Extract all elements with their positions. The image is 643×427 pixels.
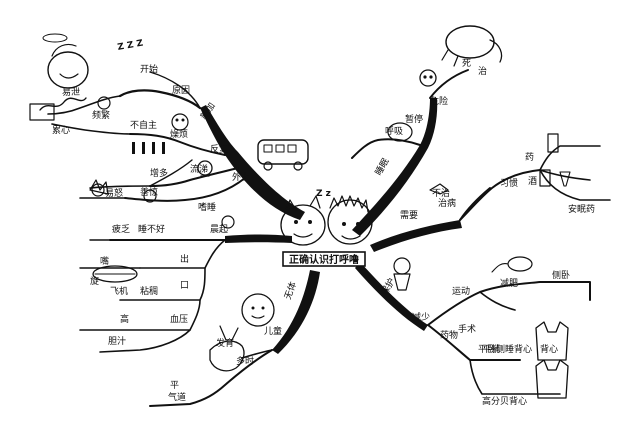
label-shanjin: 善惊 [140, 186, 158, 198]
label-zhi: 治 [478, 65, 487, 77]
right-lower-branches: 保护 运动 减肥 侧卧 减少 药物 手术 平躺 背心 平卧侧睡背心 高分贝背心 [378, 269, 590, 407]
label-anmianyao: 安眠药 [568, 203, 595, 215]
bus-illustration [258, 140, 308, 170]
snore-zzz-text: Z Z Z [117, 39, 145, 53]
label-kou: 口 [180, 281, 189, 291]
label-qidao: 气道 [168, 391, 186, 403]
label-chu: 出 [180, 253, 189, 265]
label-kaishi: 开始 [140, 63, 158, 75]
label-fanfu: 反复 [210, 143, 228, 155]
label-shuimian: 睡眠 [372, 156, 391, 178]
label-beixin-1: 平卧侧睡背心 [478, 343, 532, 355]
label-yao2: 药物 [440, 329, 458, 341]
label-jianfei: 减肥 [500, 277, 518, 289]
mouse-illustration [492, 257, 532, 272]
label-xinjia: 新加 [198, 100, 218, 122]
label-leixin: 累心 [52, 125, 70, 136]
label-yuanyin: 原因 [172, 85, 190, 96]
label-zhuangui: 手术 [458, 323, 476, 335]
label-zengduo: 增多 [150, 167, 168, 179]
central-topic: 正确认识打呼噜 [283, 252, 365, 266]
label-ping: 平 [170, 380, 179, 391]
person-icon [394, 258, 410, 290]
label-shuibuhao: 睡不好 [138, 223, 165, 235]
candle-icons [132, 142, 165, 154]
label-feiji: 飞机 [110, 285, 128, 297]
label-mouth: 嘴 [100, 256, 109, 267]
label-chenqi: 晨起 [210, 224, 228, 235]
label-xiguan: 习惯 [500, 177, 518, 189]
label-zhengpin: 频繁 [92, 109, 110, 121]
skull-icon [420, 70, 436, 86]
label-gao: 高 [120, 313, 129, 325]
label-wuti: 无体 [282, 280, 299, 301]
label-weixian: 危险 [430, 95, 448, 107]
snoring-man-illustration [30, 34, 88, 120]
label-jianshao: 减少 [412, 311, 430, 323]
central-title: 正确认识打呼噜 [289, 253, 359, 266]
label-chengxi: 疲乏 [112, 223, 130, 235]
left-middle-branches: 晨起 疲乏 睡不好 出 口 嘴 旋 飞机 粘稠 血压 高 胆汁 [80, 223, 228, 352]
label-meijiu: 背心 [540, 343, 558, 355]
vest-illustrations [536, 322, 568, 398]
label-beixin-2: 高分贝背心 [482, 395, 527, 407]
label-ertong: 儿童 [264, 325, 282, 337]
label-si: 死 [462, 58, 471, 69]
center-zzz: Z z [316, 189, 331, 199]
label-zanting: 暂停 [405, 113, 423, 125]
label-jiu: 酒 [528, 176, 537, 187]
label-buzizhu: 不自主 [130, 119, 157, 131]
label-danhua: 胆汁 [108, 335, 126, 347]
label-nianqi: 粘稠 [140, 285, 158, 297]
label-zanqi: 嗜睡 [198, 201, 216, 213]
left-lower-branches: 无体 儿童 多时 发育 气道 平 [150, 280, 299, 406]
label-xuyao: 需要 [400, 210, 418, 221]
label-yao: 药 [525, 152, 534, 163]
label-yundong: 运动 [452, 286, 470, 297]
label-waishang: 外上 [232, 171, 250, 183]
elephant-illustration [442, 26, 502, 66]
baby-face-illustration [242, 294, 274, 326]
label-xueya: 血压 [170, 313, 188, 325]
left-upper-branches: 开始 原因 新加 不自主 燥烦 反复 增多 流涕 易怒 善惊 嗜睡 易泄 累心 … [48, 39, 250, 213]
label-bupai: 侧卧 [552, 269, 570, 281]
